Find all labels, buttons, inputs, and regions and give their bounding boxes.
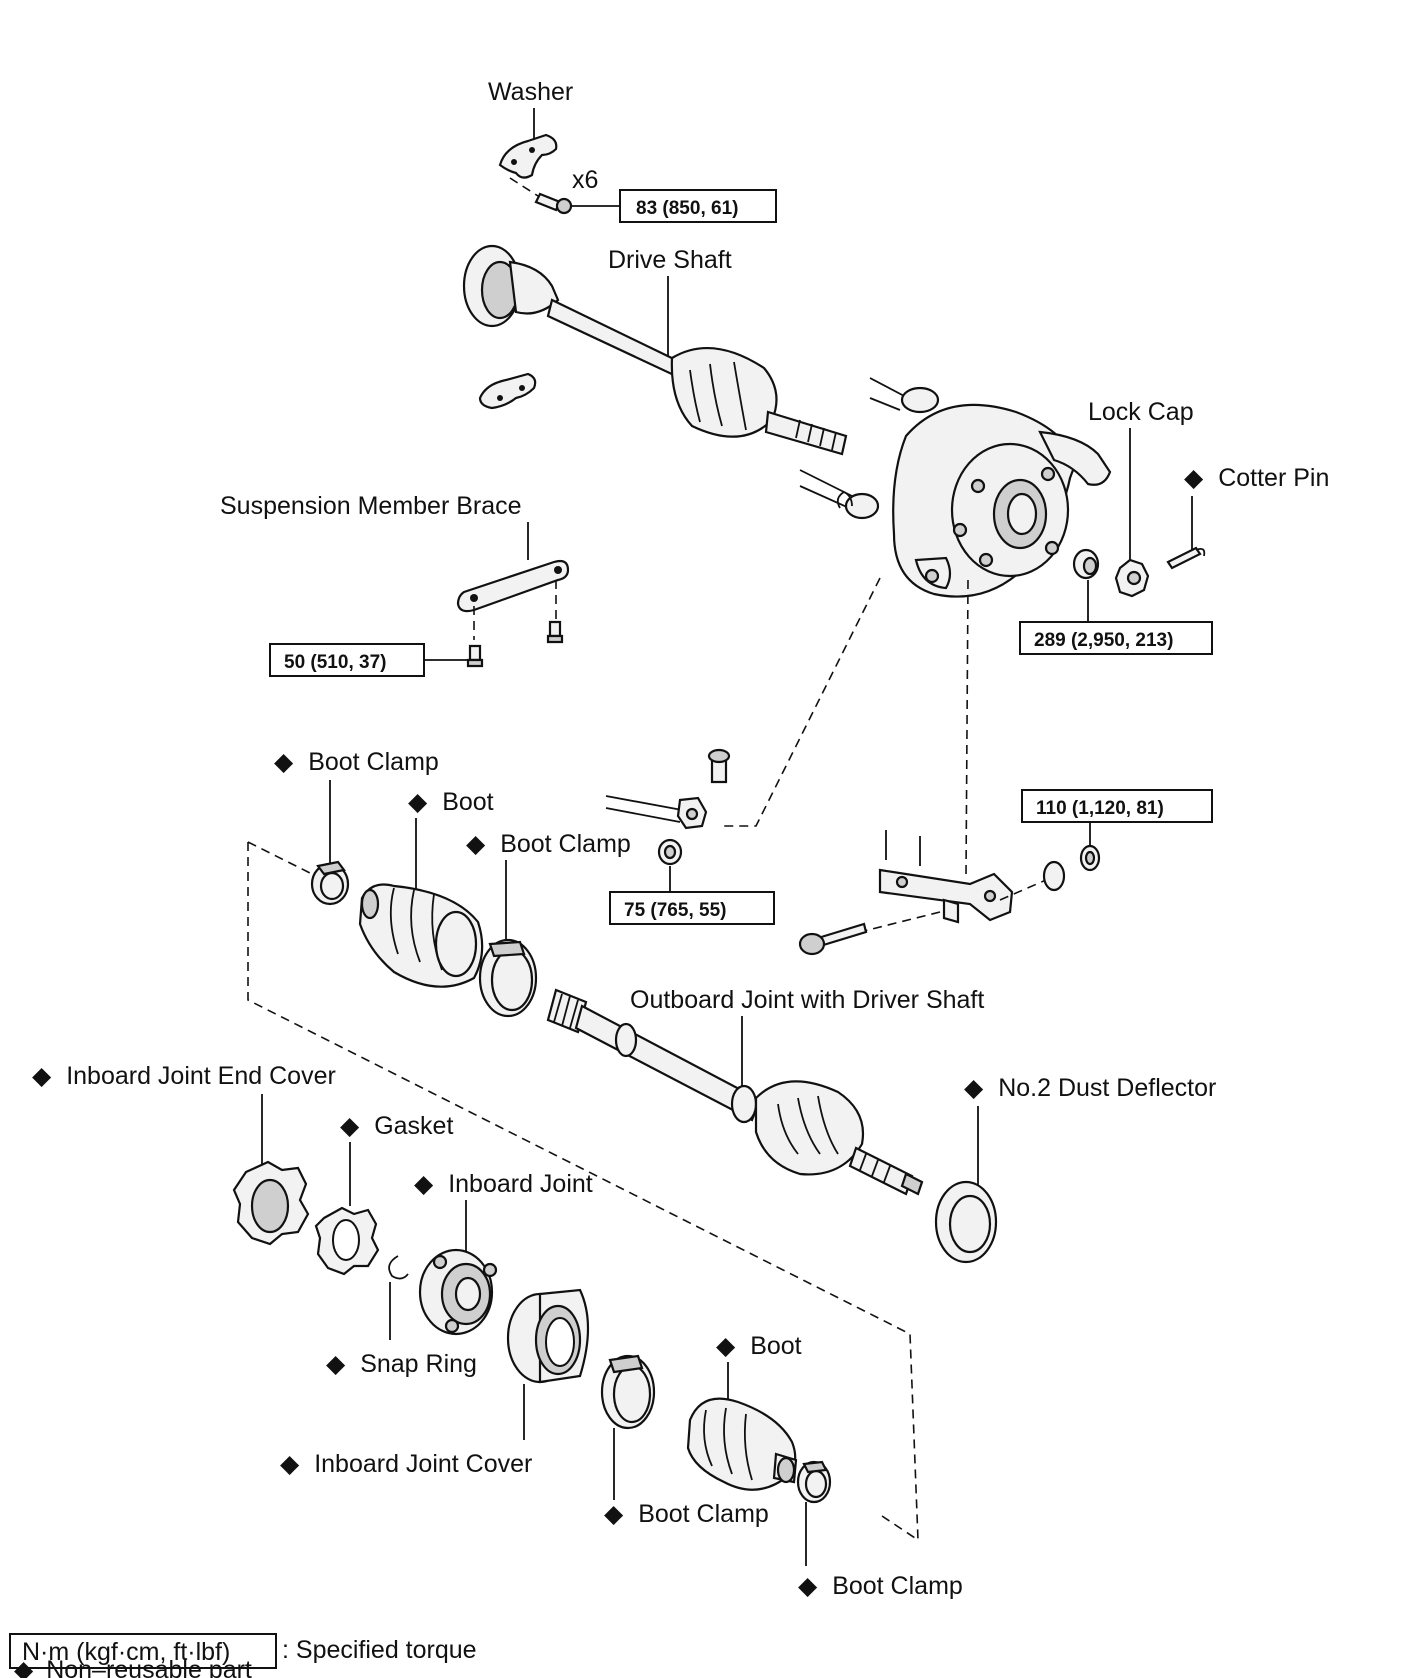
boot-clamp-1-text: Boot Clamp xyxy=(308,748,439,776)
stabilizer-link-part xyxy=(605,748,731,830)
label-boot-clamp-3: ◆ Boot Clamp xyxy=(604,1500,769,1528)
non-reusable-marker: ◆ xyxy=(280,1450,300,1478)
label-boot-clamp-4: ◆ Boot Clamp xyxy=(798,1572,963,1600)
cotter-pin-part xyxy=(1166,546,1206,570)
boot-clamp-4-text: Boot Clamp xyxy=(832,1572,963,1600)
boot-clamp-4-part xyxy=(796,1460,832,1504)
label-no2-dust-deflector: ◆ No.2 Dust Deflector xyxy=(964,1074,1216,1102)
torque-washer-bolt: 83 (850, 61) xyxy=(636,198,738,219)
label-inboard-joint-end-cover: ◆ Inboard Joint End Cover xyxy=(32,1062,336,1090)
non-reusable-marker: ◆ xyxy=(32,1062,52,1090)
boot-1-text: Boot xyxy=(442,788,493,816)
snap-ring-part xyxy=(388,1255,409,1280)
boot-clamp-3-text: Boot Clamp xyxy=(638,1500,769,1528)
torque-box-brace-bolt xyxy=(269,643,425,677)
torque-box-hub-nut xyxy=(1019,621,1213,655)
legend-unit-box xyxy=(9,1633,277,1669)
torque-lower-arm-nut: 110 (1,120, 81) xyxy=(1036,798,1164,819)
non-reusable-marker: ◆ xyxy=(274,748,294,776)
boot-clamp-1-part xyxy=(310,860,350,906)
label-inboard-joint-cover: ◆ Inboard Joint Cover xyxy=(280,1450,532,1478)
boot-clamp-3-part xyxy=(600,1354,656,1430)
non-reusable-marker: ◆ xyxy=(414,1170,434,1198)
label-boot-1: ◆ Boot xyxy=(408,788,494,816)
torque-box-lower-arm-nut xyxy=(1021,789,1213,823)
non-reusable-marker: ◆ xyxy=(340,1112,360,1140)
inboard-joint-text: Inboard Joint xyxy=(448,1170,593,1198)
non-reusable-marker: ◆ xyxy=(326,1350,346,1378)
boot-2-text: Boot xyxy=(750,1332,801,1360)
washer-part xyxy=(498,133,558,179)
label-cotter-pin: ◆ Cotter Pin xyxy=(1184,464,1329,492)
no2-dust-deflector-part xyxy=(934,1180,998,1264)
washer-bolt-part xyxy=(534,192,573,215)
inboard-joint-end-cover-part xyxy=(232,1160,310,1246)
hub-nut-part xyxy=(1072,548,1100,580)
boot-1-part xyxy=(358,883,484,988)
label-snap-ring: ◆ Snap Ring xyxy=(326,1350,477,1378)
torque-box-washer-bolt xyxy=(619,189,777,223)
washer-lower-part xyxy=(478,372,537,410)
gasket-text: Gasket xyxy=(374,1112,453,1140)
snap-ring-text: Snap Ring xyxy=(360,1350,477,1378)
legend-non-reusable: ◆ Non–reusable part xyxy=(14,1656,252,1678)
label-boot-2: ◆ Boot xyxy=(716,1332,802,1360)
lower-arm-bracket-part xyxy=(878,830,1014,924)
torque-hub-nut: 289 (2,950, 213) xyxy=(1034,630,1173,651)
drive-shaft-part xyxy=(462,244,848,456)
non-reusable-marker: ◆ xyxy=(604,1500,624,1528)
inboard-joint-cover-text: Inboard Joint Cover xyxy=(314,1450,532,1478)
label-x6: x6 xyxy=(572,166,598,194)
torque-box-stabilizer-nut xyxy=(609,891,775,925)
label-drive-shaft: Drive Shaft xyxy=(608,246,732,274)
gasket-part xyxy=(314,1206,380,1276)
non-reusable-marker: ◆ xyxy=(798,1572,818,1600)
non-reusable-marker: ◆ xyxy=(1184,464,1204,492)
inboard-joint-cover-part xyxy=(506,1288,590,1384)
label-lock-cap: Lock Cap xyxy=(1088,398,1194,426)
label-gasket: ◆ Gasket xyxy=(340,1112,453,1140)
non-reusable-marker: ◆ xyxy=(466,830,486,858)
label-outboard-joint: Outboard Joint with Driver Shaft xyxy=(630,986,984,1014)
torque-stabilizer-nut: 75 (765, 55) xyxy=(624,900,726,921)
boot-clamp-2-part xyxy=(478,938,538,1018)
steering-knuckle-part xyxy=(799,377,1112,598)
torque-brace-bolt: 50 (510, 37) xyxy=(284,652,386,673)
no2-dust-deflector-text: No.2 Dust Deflector xyxy=(998,1074,1216,1102)
inboard-joint-part xyxy=(418,1248,498,1336)
boot-2-part xyxy=(686,1397,798,1491)
cotter-pin-text: Cotter Pin xyxy=(1218,464,1329,492)
legend-specified-torque: : Specified torque xyxy=(282,1636,477,1664)
boot-clamp-2-text: Boot Clamp xyxy=(500,830,631,858)
label-boot-clamp-2: ◆ Boot Clamp xyxy=(466,830,631,858)
label-suspension-member-brace: Suspension Member Brace xyxy=(220,492,522,520)
label-inboard-joint: ◆ Inboard Joint xyxy=(414,1170,593,1198)
label-boot-clamp-1: ◆ Boot Clamp xyxy=(274,748,439,776)
outboard-joint-part xyxy=(546,988,924,1196)
non-reusable-marker: ◆ xyxy=(964,1074,984,1102)
lower-arm-nut-part xyxy=(1079,844,1101,872)
inboard-joint-end-cover-text: Inboard Joint End Cover xyxy=(66,1062,336,1090)
label-washer: Washer xyxy=(488,78,573,106)
non-reusable-marker: ◆ xyxy=(716,1332,736,1360)
legend-unit-text: N·m (kgf·cm, ft·lbf) xyxy=(22,1638,230,1666)
lower-arm-bolt-part xyxy=(798,922,868,956)
brace-bolt-part xyxy=(466,620,564,668)
lock-cap-part xyxy=(1114,558,1150,598)
legend: N·m (kgf·cm, ft·lbf) : Specified torque … xyxy=(9,1633,477,1678)
lower-arm-washer-part xyxy=(1042,860,1066,892)
suspension-member-brace-part xyxy=(456,559,570,613)
non-reusable-marker: ◆ xyxy=(14,1656,34,1678)
non-reusable-marker: ◆ xyxy=(408,788,428,816)
non-reusable-text: Non–reusable part xyxy=(46,1656,252,1678)
stabilizer-nut-part xyxy=(657,838,683,866)
